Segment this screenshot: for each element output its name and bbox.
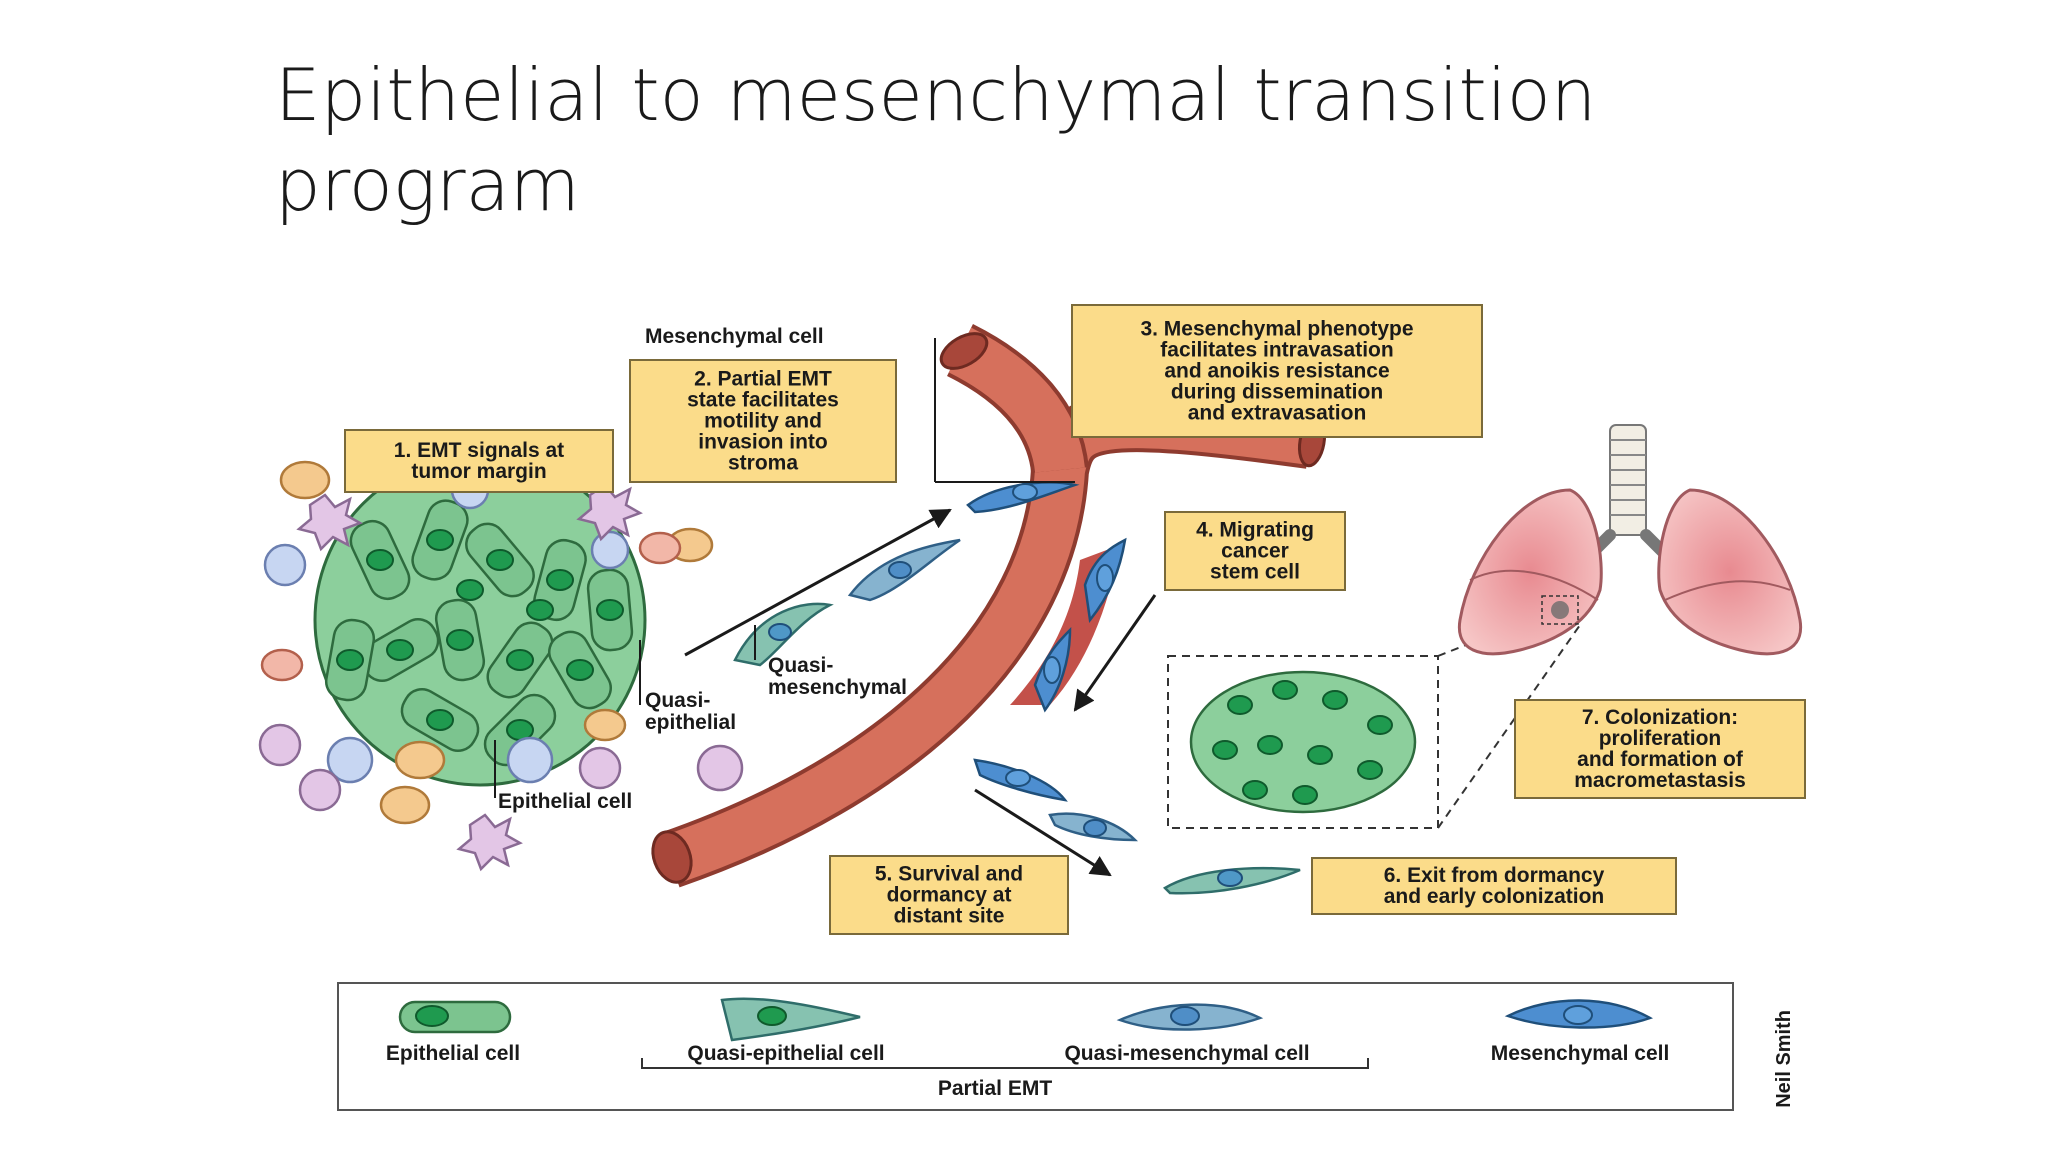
step-box-line: 7. Colonization:	[1582, 706, 1738, 729]
partial-emt-bracket	[641, 1058, 1369, 1069]
step-box-background	[629, 359, 897, 483]
stromal-cells	[258, 460, 744, 872]
legend-quasi-epithelial-label: Quasi-epithelial cell	[687, 1042, 884, 1065]
step-box-line: motility and	[704, 410, 822, 433]
migrating-cells	[733, 481, 1301, 895]
flow-arrows	[684, 508, 1157, 877]
title-line-1: Epithelial to mesenchymal transition	[275, 53, 1597, 137]
step-box-line: 5. Survival and	[875, 863, 1023, 886]
step-box-line: stroma	[728, 452, 798, 475]
step-box-line: stem cell	[1210, 561, 1300, 584]
legend: Epithelial cell Quasi-epithelial cell Qu…	[337, 982, 1734, 1111]
lungs	[1457, 424, 1803, 656]
label-epithelial-cell: Epithelial cell	[498, 790, 632, 813]
legend-partial-emt-label: Partial EMT	[938, 1077, 1053, 1100]
step-box-line: and early colonization	[1384, 885, 1605, 908]
step-box-line: and extravasation	[1188, 402, 1367, 425]
step-box-line: tumor margin	[411, 460, 546, 483]
step-box-line: dormancy at	[887, 884, 1012, 907]
step-box-line: distant site	[894, 905, 1005, 928]
label-quasi-mesenchymal-1: Quasi-	[768, 654, 833, 677]
step-box-background	[829, 855, 1069, 935]
step-box-line: macrometastasis	[1574, 769, 1746, 792]
step-box-background	[1311, 857, 1677, 915]
title-line-2: program	[275, 143, 580, 227]
legend-mesenchymal-label: Mesenchymal cell	[1491, 1042, 1670, 1065]
step-box-line: and anoikis resistance	[1164, 360, 1389, 383]
step-box-background	[1071, 304, 1483, 438]
step-box-line: 4. Migrating	[1196, 519, 1314, 542]
step-box-line: cancer	[1221, 540, 1289, 563]
step-box-line: state facilitates	[687, 389, 839, 412]
label-mesenchymal-cell: Mesenchymal cell	[645, 325, 824, 348]
step-box-line: invasion into	[698, 431, 828, 454]
metastasis-inset	[1167, 609, 1581, 829]
image-credit: Neil Smith	[1773, 1010, 1795, 1108]
label-pointers	[494, 338, 1075, 798]
step-box-background	[1514, 699, 1806, 799]
primary-tumor	[313, 453, 647, 787]
step-box-background	[344, 429, 614, 493]
label-quasi-epithelial-2: epithelial	[645, 711, 736, 734]
slide-title: Epithelial to mesenchymal transition pro…	[275, 50, 1775, 230]
step-box-line: 6. Exit from dormancy	[1384, 864, 1605, 887]
label-quasi-mesenchymal-2: mesenchymal	[768, 676, 907, 699]
step-box-line: 3. Mesenchymal phenotype	[1140, 318, 1413, 341]
step-box-line: facilitates intravasation	[1160, 339, 1393, 362]
legend-epithelial-label: Epithelial cell	[386, 1042, 520, 1065]
step-box-line: during dissemination	[1171, 381, 1383, 404]
legend-quasi-epithelial-icon	[720, 997, 861, 1042]
step-box-line: proliferation	[1599, 727, 1722, 750]
step-box-line: 2. Partial EMT	[694, 368, 832, 391]
step-box-background	[1164, 511, 1346, 591]
step-box-line: and formation of	[1577, 748, 1744, 771]
label-quasi-epithelial-1: Quasi-	[645, 689, 710, 712]
legend-quasi-mesenchymal-label: Quasi-mesenchymal cell	[1064, 1042, 1309, 1065]
step-box-line: 1. EMT signals at	[394, 439, 564, 462]
